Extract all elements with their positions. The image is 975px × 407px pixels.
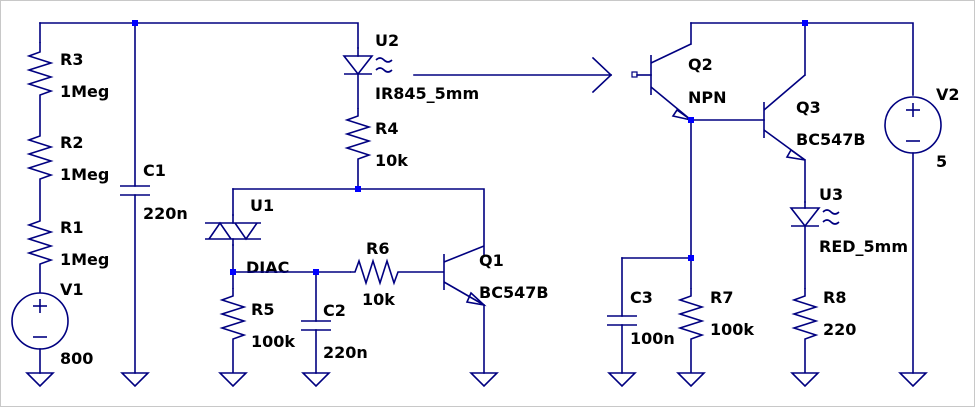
q3-name: Q3 <box>796 98 821 117</box>
q2-value: NPN <box>688 88 727 107</box>
r3-value: 1Meg <box>60 82 109 101</box>
ground-symbol-r5 <box>218 372 248 388</box>
resistor-r4[interactable]: R4 10k <box>344 108 408 189</box>
junction-dot <box>355 186 361 192</box>
r2-name: R2 <box>60 133 83 152</box>
u3-value: RED_5mm <box>819 237 908 256</box>
q3-value: BC547B <box>796 130 866 149</box>
r6-name: R6 <box>366 239 389 258</box>
u2-name: U2 <box>375 31 399 50</box>
light-emission-icon <box>822 219 840 225</box>
capacitor-c3[interactable]: C3 100n <box>607 288 675 374</box>
resistor-r2[interactable]: R2 1Meg <box>26 128 109 213</box>
ground-symbol-v2 <box>898 372 928 388</box>
r5-name: R5 <box>251 300 274 319</box>
r1-name: R1 <box>60 218 83 237</box>
r4-name: R4 <box>375 119 398 138</box>
junction-dot <box>313 269 319 275</box>
q1-name: Q1 <box>479 251 504 270</box>
resistor-r8[interactable]: R8 220 <box>791 288 856 373</box>
r3-name: R3 <box>60 50 83 69</box>
ground-symbol-r7 <box>676 372 706 388</box>
transistor-q1[interactable]: Q1 BC547B <box>443 245 549 374</box>
top-rail-left <box>39 22 359 187</box>
v2-value: 5 <box>936 152 947 171</box>
capacitor-c1[interactable]: C1 220n <box>120 161 188 374</box>
u1-name: U1 <box>250 196 274 215</box>
junction-dots <box>132 20 808 275</box>
junction-dot <box>132 20 138 26</box>
r2-value: 1Meg <box>60 165 109 184</box>
c1-name: C1 <box>143 161 166 180</box>
c3-value: 100n <box>630 329 675 348</box>
r7-value: 100k <box>710 320 754 339</box>
optical-link <box>413 56 613 94</box>
r1-value: 1Meg <box>60 250 109 269</box>
junction-dot <box>688 255 694 261</box>
resistor-r7[interactable]: R7 100k <box>677 288 754 373</box>
c2-value: 220n <box>323 343 368 362</box>
ground-symbol-q1 <box>469 372 499 388</box>
q1-value: BC547B <box>479 283 549 302</box>
r5-value: 100k <box>251 332 295 351</box>
v2-name: V2 <box>936 85 960 104</box>
light-emission-icon <box>822 209 840 215</box>
phototransistor-q2[interactable]: Q2 NPN <box>631 43 727 121</box>
c2-name: C2 <box>323 301 346 320</box>
ground-symbol-r8 <box>790 372 820 388</box>
voltage-source-v2[interactable]: V2 5 <box>884 85 960 374</box>
r6-value: 10k <box>362 290 395 309</box>
resistor-r1[interactable]: R1 1Meg <box>26 213 109 293</box>
mid-node-wires <box>232 188 485 273</box>
ir-led-u2[interactable]: U2 IR845_5mm <box>342 31 479 109</box>
r8-value: 220 <box>823 320 856 339</box>
ground-symbol-v1 <box>25 372 55 388</box>
r4-value: 10k <box>375 151 408 170</box>
ground-symbol-c2 <box>301 372 331 388</box>
top-rail-right <box>690 22 914 96</box>
transistor-q3[interactable]: Q3 BC547B <box>763 74 866 203</box>
c1-value: 220n <box>143 204 188 223</box>
junction-dot <box>230 269 236 275</box>
led-u3[interactable]: U3 RED_5mm <box>789 185 908 289</box>
ground-symbol-c1 <box>120 372 150 388</box>
light-emission-icon <box>375 67 393 73</box>
c3-name: C3 <box>630 288 653 307</box>
resistor-r5[interactable]: R5 100k <box>219 288 295 373</box>
q2-name: Q2 <box>688 55 713 74</box>
r8-name: R8 <box>823 288 846 307</box>
resistor-r3[interactable]: R3 1Meg <box>26 42 109 128</box>
capacitor-c2[interactable]: C2 220n <box>301 301 368 374</box>
u1-value: DIAC <box>246 258 289 277</box>
u3-name: U3 <box>819 185 843 204</box>
r7-name: R7 <box>710 288 733 307</box>
light-emission-icon <box>375 57 393 63</box>
v1-name: V1 <box>60 280 84 299</box>
junction-dot <box>802 20 808 26</box>
resistor-r6[interactable]: R6 10k <box>350 239 444 309</box>
junction-dot <box>688 117 694 123</box>
v1-value: 800 <box>60 349 93 368</box>
voltage-source-v1[interactable]: V1 800 <box>11 280 93 374</box>
ground-symbol-c3 <box>607 372 637 388</box>
u2-value: IR845_5mm <box>375 84 479 103</box>
